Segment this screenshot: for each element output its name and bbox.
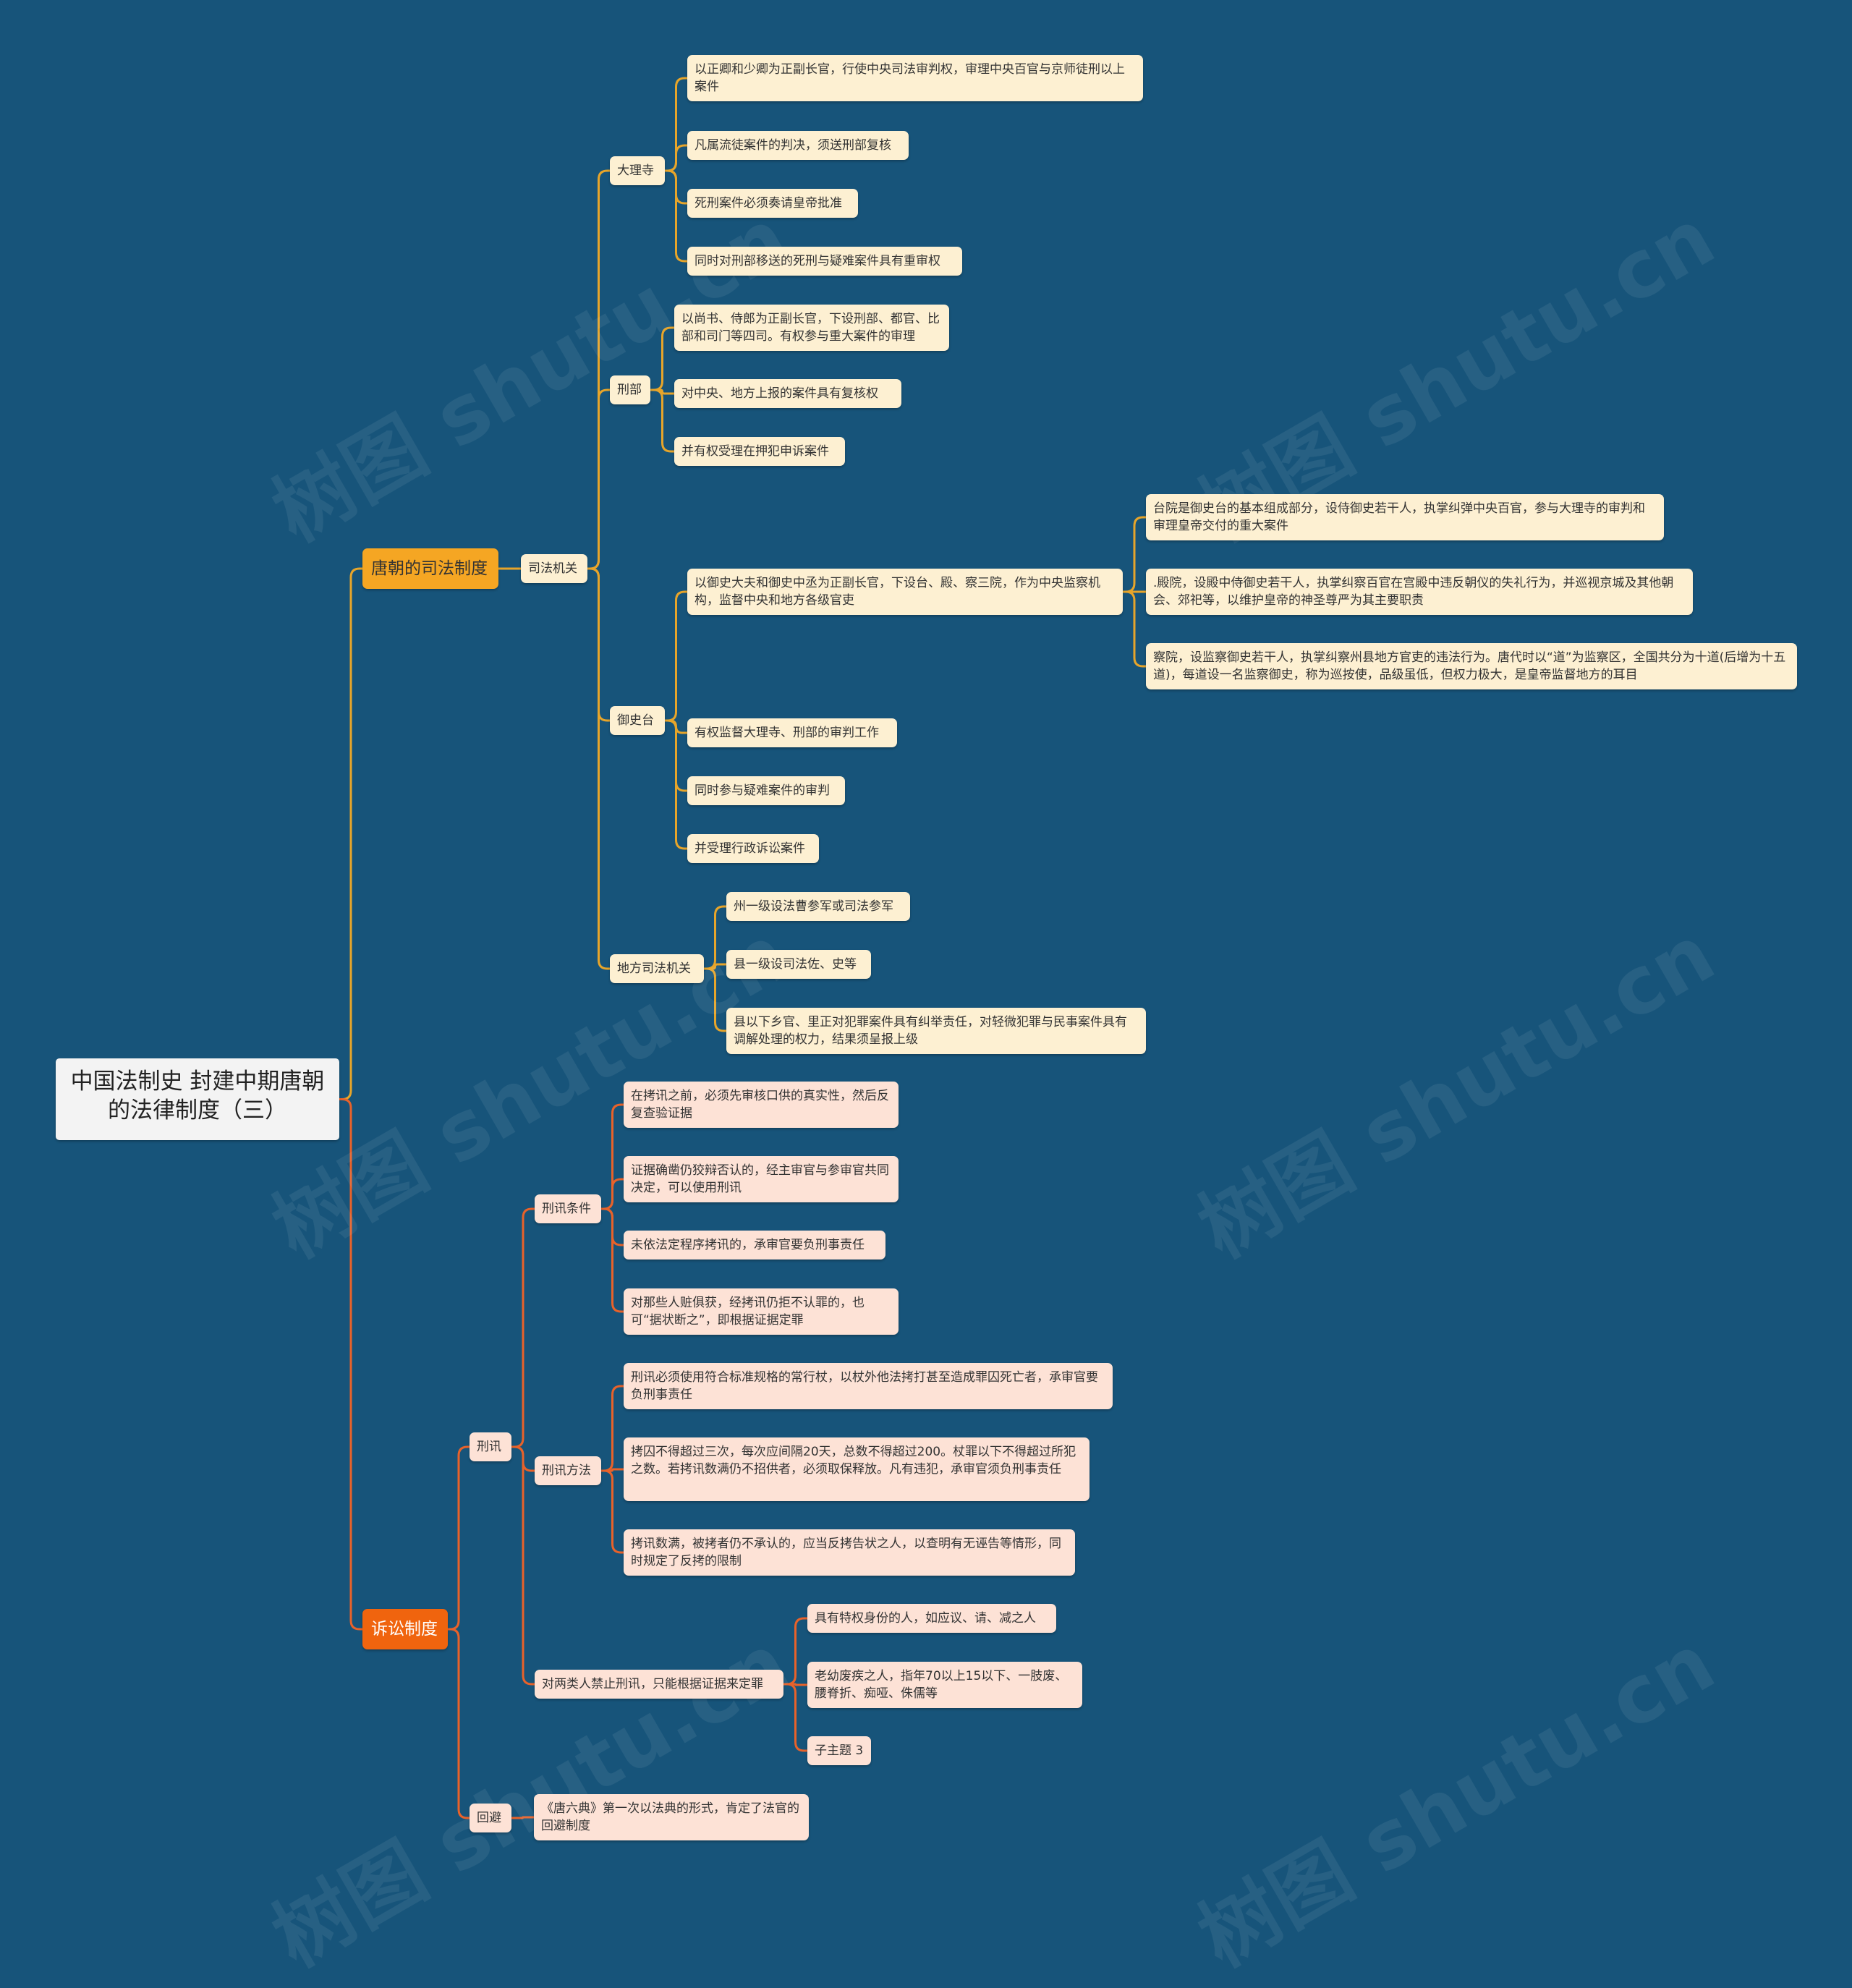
connector-line <box>650 388 674 395</box>
topic-xingbu[interactable]: 刑部 <box>610 375 650 404</box>
connector-line <box>1123 590 1146 668</box>
connector-line <box>704 905 726 970</box>
leaf-condition[interactable]: 证据确凿仍狡辩否认的，经主审官与参审官共同决定，可以使用刑讯 <box>624 1156 899 1202</box>
connector-line <box>587 567 610 970</box>
connector-line <box>448 1628 470 1819</box>
leaf-dalisi[interactable]: 以正卿和少卿为正副长官，行使中央司法审判权，审理中央百官与京师徒刑以上案件 <box>687 55 1143 101</box>
connector-line <box>601 1385 624 1472</box>
connector-line <box>601 1207 624 1313</box>
connector-line <box>511 1207 535 1448</box>
connector-line <box>601 1468 624 1472</box>
topic-dalisi[interactable]: 大理寺 <box>610 156 665 185</box>
topic-recusal[interactable]: 回避 <box>470 1804 511 1832</box>
leaf-yushitai[interactable]: 同时参与疑难案件的审判 <box>687 776 845 805</box>
topic-local-judicial-organs[interactable]: 地方司法机关 <box>610 954 704 983</box>
connector-line <box>783 1683 807 1752</box>
connector-line <box>601 1469 624 1554</box>
branch-judicial-system[interactable]: 唐朝的司法制度 <box>362 548 498 589</box>
connector-line <box>704 967 726 1032</box>
leaf-yushitai[interactable]: 并受理行政诉讼案件 <box>687 834 819 863</box>
connector-line <box>448 1445 470 1631</box>
root-topic[interactable]: 中国法制史 封建中期唐朝的法律制度（三） <box>56 1058 339 1140</box>
leaf-condition[interactable]: 在拷讯之前，必须先审核口供的真实性，然后反复查验证据 <box>624 1082 899 1128</box>
leaf-xingbu[interactable]: 以尚书、侍郎为正副长官，下设刑部、都官、比部和司门等四司。有权参与重大案件的审理 <box>674 305 949 351</box>
topic-torture-forbidden[interactable]: 对两类人禁止刑讯，只能根据证据来定罪 <box>535 1670 783 1699</box>
leaf-dianyuan[interactable]: .殿院，设殿中侍御史若干人，执掌纠察百官在宫殿中违反朝仪的失礼行为，并巡视京城及… <box>1146 569 1693 615</box>
leaf-dalisi[interactable]: 同时对刑部移送的死刑与疑难案件具有重审权 <box>687 247 962 276</box>
leaf-dalisi[interactable]: 凡属流徒案件的判决，须送刑部复核 <box>687 131 909 160</box>
branch-litigation-system[interactable]: 诉讼制度 <box>362 1609 448 1649</box>
leaf-local[interactable]: 州一级设法曹参军或司法参军 <box>726 892 910 921</box>
connector-line <box>511 1445 535 1686</box>
connector-line <box>601 1178 624 1210</box>
leaf-chayuan[interactable]: 察院，设监察御史若干人，执掌纠察州县地方官吏的违法行为。唐代时以“道”为监察区，… <box>1146 643 1797 689</box>
connector-line <box>783 1683 807 1686</box>
topic-judicial-organs[interactable]: 司法机关 <box>521 554 587 583</box>
leaf-forbidden[interactable]: 老幼废疾之人，指年70以上15以下、一肢废、腰脊折、痴哑、侏儒等 <box>807 1662 1082 1708</box>
leaf-xingbu[interactable]: 并有权受理在押犯申诉案件 <box>674 437 845 466</box>
leaf-forbidden[interactable]: 具有特权身份的人，如应议、请、减之人 <box>807 1604 1056 1633</box>
topic-xingxun-conditions[interactable]: 刑讯条件 <box>535 1194 601 1223</box>
connector-line <box>665 144 687 172</box>
connector-line <box>339 567 362 1100</box>
leaf-taiyuan[interactable]: 台院是御史台的基本组成部分，设侍御史若干人，执掌纠弹中央百官，参与大理寺的审判和… <box>1146 494 1664 540</box>
leaf-condition[interactable]: 未依法定程序拷讯的，承审官要负刑事责任 <box>624 1231 885 1260</box>
connector-line <box>511 1816 534 1819</box>
leaf-local[interactable]: 县一级设司法佐、史等 <box>726 950 871 979</box>
leaf-method[interactable]: 拷讯数满，被拷者仍不承认的，应当反拷告状之人，以查明有无诬告等情形，同时规定了反… <box>624 1529 1075 1576</box>
connector-line <box>339 1098 362 1631</box>
topic-yushitai-structure[interactable]: 以御史大夫和御史中丞为正副长官，下设台、殿、察三院，作为中央监察机构，监督中央和… <box>687 569 1123 615</box>
topic-xingxun-methods[interactable]: 刑讯方法 <box>535 1456 601 1485</box>
connector-line <box>665 169 687 263</box>
leaf-method[interactable]: 刑讯必须使用符合标准规格的常行杖，以杖外他法拷打甚至造成罪囚死亡者，承审官要负刑… <box>624 1363 1113 1409</box>
leaf-recusal[interactable]: 《唐六典》第一次以法典的形式，肯定了法官的回避制度 <box>534 1794 809 1840</box>
leaf-method[interactable]: 拷囚不得超过三次，每次应间隔20天，总数不得超过200。杖罪以下不得超过所犯之数… <box>624 1437 1089 1501</box>
leaf-condition[interactable]: 对那些人赃俱获，经拷讯仍拒不认罪的，也可“据状断之”，即根据证据定罪 <box>624 1288 899 1335</box>
leaf-xingbu[interactable]: 对中央、地方上报的案件具有复核权 <box>674 379 901 408</box>
leaf-local[interactable]: 县以下乡官、里正对犯罪案件具有纠举责任，对轻微犯罪与民事案件具有调解处理的权力，… <box>726 1008 1146 1054</box>
topic-xingxun[interactable]: 刑讯 <box>470 1432 511 1461</box>
connector-line <box>783 1617 807 1686</box>
leaf-forbidden[interactable]: 子主题 3 <box>807 1736 871 1765</box>
leaf-yushitai[interactable]: 有权监督大理寺、刑部的审判工作 <box>687 718 897 747</box>
connector-line <box>704 963 726 970</box>
connector-line <box>665 719 687 850</box>
connector-line <box>650 388 674 453</box>
connector-line <box>1123 516 1146 593</box>
connector-line <box>650 326 674 391</box>
connector-lines <box>339 77 1146 1819</box>
leaf-dalisi[interactable]: 死刑案件必须奏请皇帝批准 <box>687 189 858 218</box>
topic-yushitai[interactable]: 御史台 <box>610 706 665 735</box>
connector-line <box>587 388 610 570</box>
connector-line <box>665 590 687 722</box>
mind-map: 树图 shutu.cn 树图 shutu.cn 树图 shutu.cn 树图 s… <box>56 55 1797 1984</box>
